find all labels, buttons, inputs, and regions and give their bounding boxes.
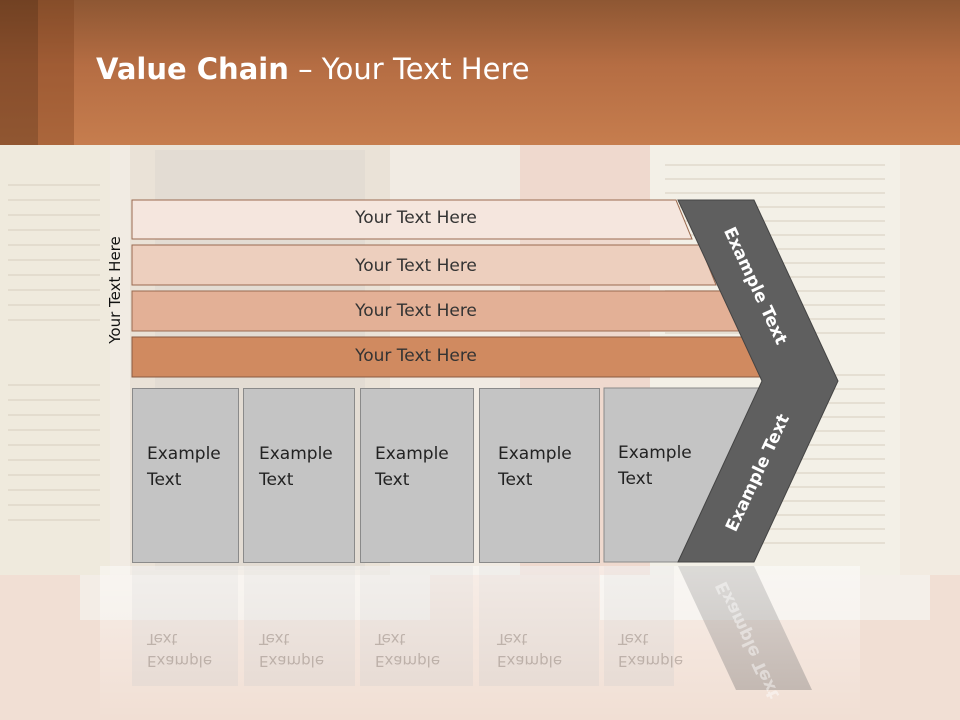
row-1-label: Your Text Here [355, 208, 477, 228]
header-accent-dark [0, 0, 38, 145]
row-1-shape [131, 199, 693, 240]
header-bar [0, 0, 960, 145]
chevron-shape [677, 199, 839, 563]
vertical-label: Your Text Here [106, 236, 124, 344]
row-2-shape [131, 244, 717, 286]
row-2-label: Your Text Here [355, 256, 477, 276]
row-3-label: Your Text Here [355, 301, 477, 321]
title-bold: Value Chain [96, 52, 289, 86]
slide-title: Value Chain – Your Text Here [96, 52, 530, 86]
title-rest: – Your Text Here [288, 52, 530, 86]
row-4-label: Your Text Here [355, 346, 477, 366]
header-accent-light [38, 0, 74, 145]
